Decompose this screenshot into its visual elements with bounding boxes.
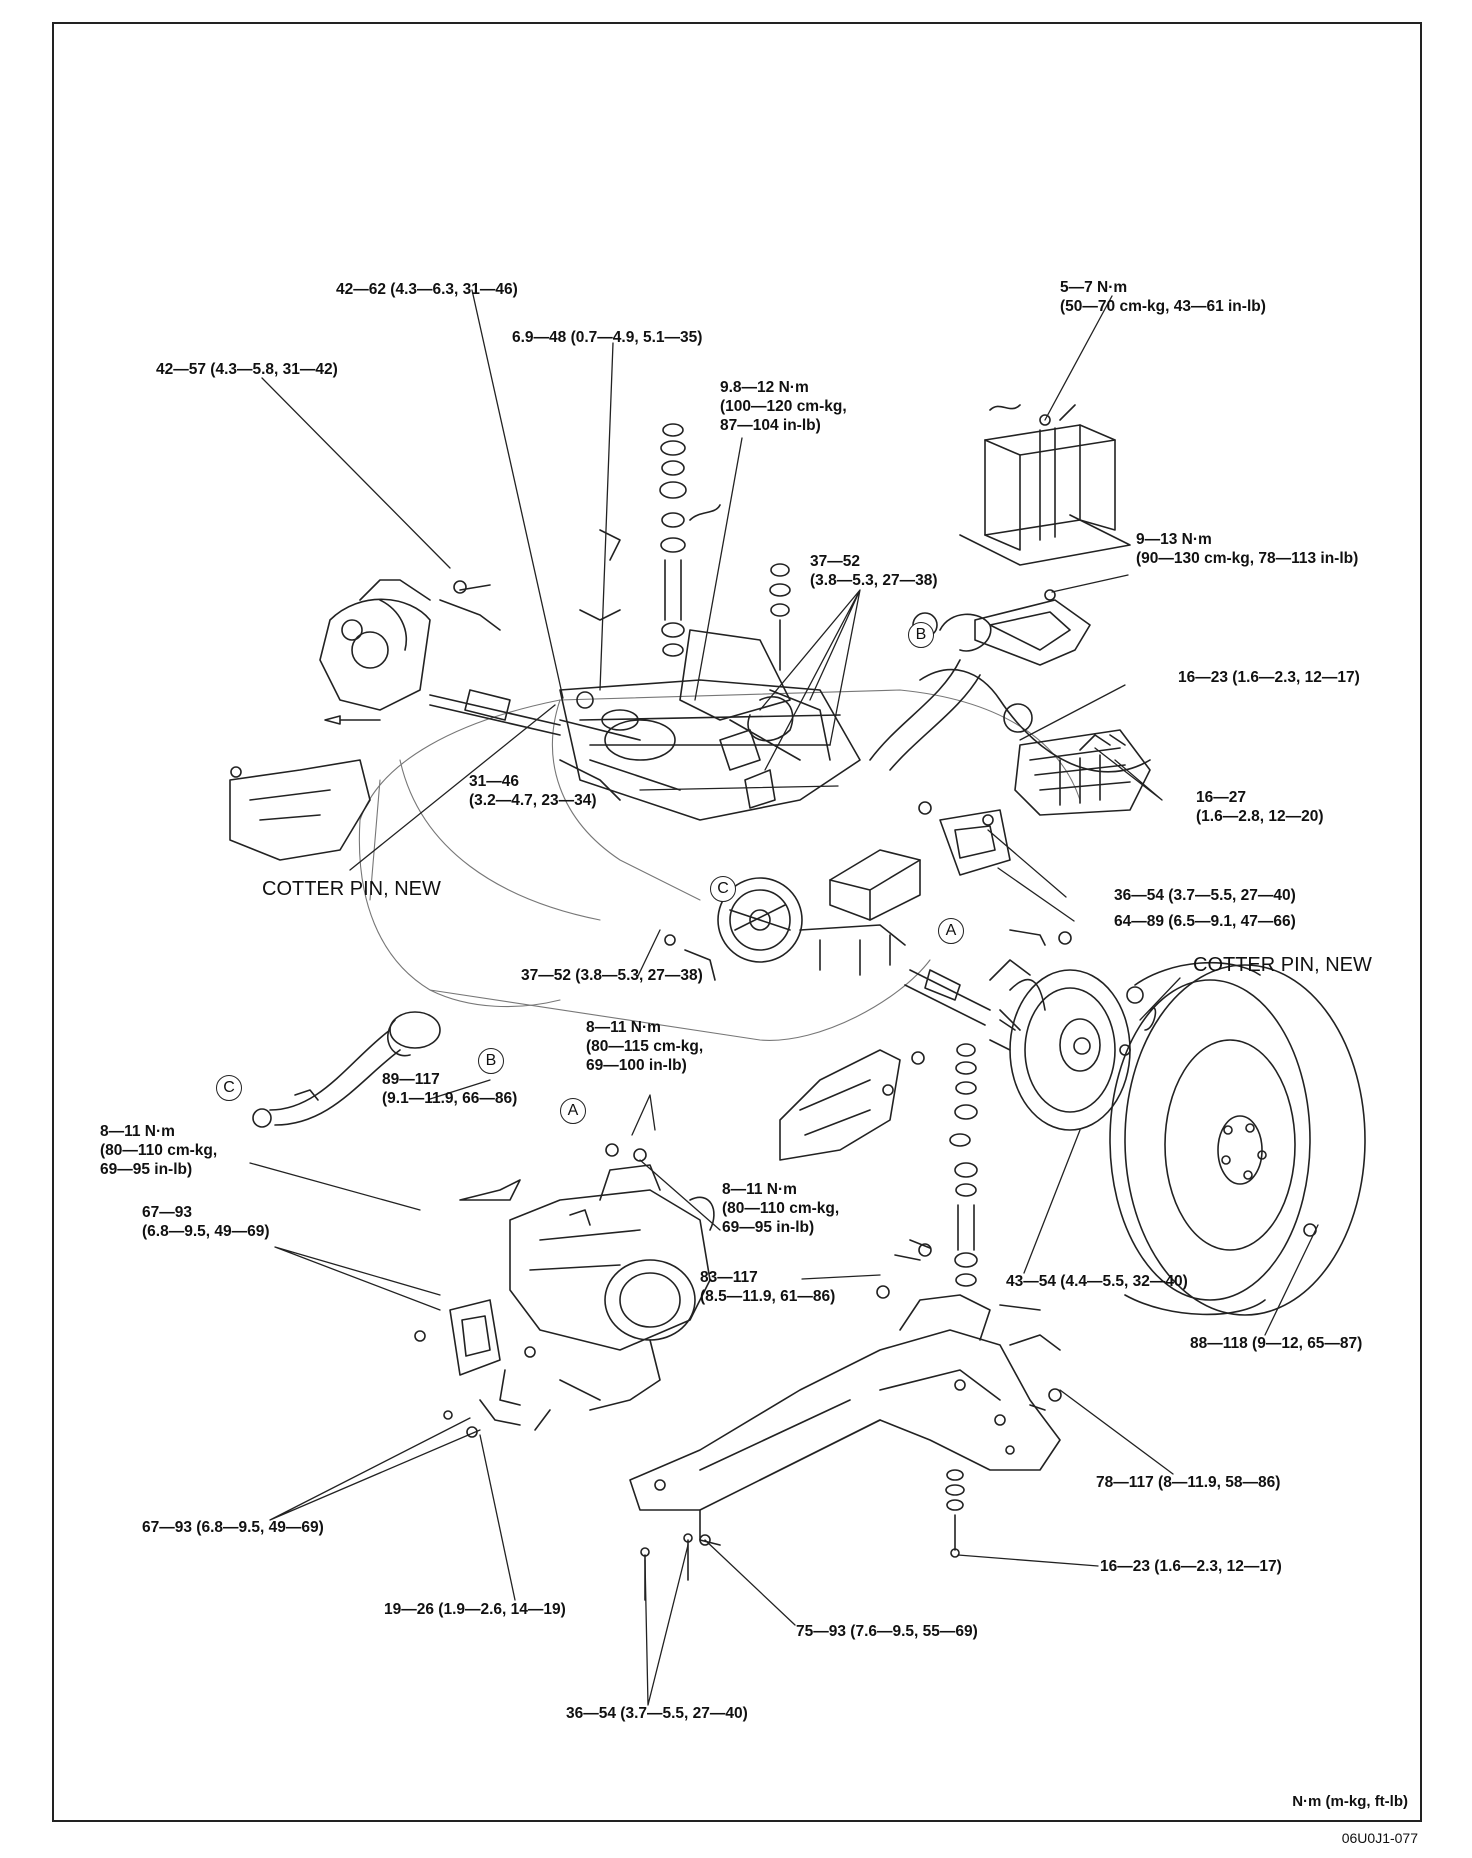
torque-label-28: 75—93 (7.6—9.5, 55—69) xyxy=(796,1623,978,1640)
units-legend: N·m (m-kg, ft-lb) xyxy=(1292,1793,1408,1810)
torque-label-05: 9.8—12 N·m (100—120 cm-kg, 87—104 in-lb) xyxy=(720,379,847,434)
battery-tray xyxy=(974,589,1091,666)
torque-label-01: 42—62 (4.3—6.3, 31—46) xyxy=(336,281,518,298)
engine-mount-upper xyxy=(918,801,1011,876)
left-splash-shield xyxy=(229,759,371,861)
torque-label-06: 9—13 N·m (90—130 cm-kg, 78—113 in-lb) xyxy=(1136,531,1359,567)
torque-label-14: 37—52 (3.8—5.3, 27—38) xyxy=(521,967,703,984)
left-steering-knuckle xyxy=(319,579,501,725)
torque-label-26: 16—23 (1.6—2.3, 12—17) xyxy=(1100,1558,1282,1575)
callout-b-upper: B xyxy=(908,622,934,648)
air-cleaner xyxy=(869,612,1151,816)
torque-label-18: 8—11 N·m (80—110 cm-kg, 69—95 in-lb) xyxy=(100,1123,218,1178)
right-splash-shield xyxy=(779,1049,925,1161)
figure-code: 06U0J1-077 xyxy=(1341,1830,1418,1846)
torque-label-19: 8—11 N·m (80—110 cm-kg, 69—95 in-lb) xyxy=(722,1181,840,1236)
crossmember xyxy=(629,1285,1062,1546)
cotter-pin-label-right: COTTER PIN, NEW xyxy=(1193,954,1372,976)
torque-label-13: 64—89 (6.5—9.1, 47—66) xyxy=(1114,913,1296,930)
torque-label-29: 36—54 (3.7—5.5, 27—40) xyxy=(566,1705,748,1722)
torque-label-20: 67—93 (6.8—9.5, 49—69) xyxy=(142,1204,270,1240)
torque-label-21: 83—117 (8.5—11.9, 61—86) xyxy=(700,1269,836,1305)
torque-label-03: 6.9—48 (0.7—4.9, 5.1—35) xyxy=(512,329,703,346)
torque-label-25: 67—93 (6.8—9.5, 49—69) xyxy=(142,1519,324,1536)
brackets-small xyxy=(559,529,932,1261)
torque-label-17: 89—117 (9.1—11.9, 66—86) xyxy=(382,1071,518,1107)
battery xyxy=(959,404,1131,566)
intake-duct xyxy=(252,1011,441,1128)
torque-label-24: 78—117 (8—11.9, 58—86) xyxy=(1096,1474,1281,1491)
leader-lines xyxy=(249,289,1319,1706)
front-hub-disc xyxy=(989,959,1157,1131)
engine-mount-lower xyxy=(414,1299,551,1438)
stud-stack-upper xyxy=(659,423,721,657)
torque-label-09: 16—27 (1.6—2.8, 12—20) xyxy=(1196,789,1324,825)
stud-stack-middle xyxy=(729,563,801,761)
cotter-pin-label-left: COTTER PIN, NEW xyxy=(262,878,441,900)
torque-label-04: 42—57 (4.3—5.8, 31—42) xyxy=(156,361,338,378)
engine-block xyxy=(559,629,861,821)
torque-label-27: 19—26 (1.9—2.6, 14—19) xyxy=(384,1601,566,1618)
torque-label-08: 16—23 (1.6—2.3, 12—17) xyxy=(1178,669,1360,686)
car-body-outline xyxy=(358,689,1081,1041)
callout-a-lower: A xyxy=(560,1098,586,1124)
right-drive-shaft xyxy=(904,929,1072,1031)
tire xyxy=(1109,961,1366,1316)
torque-label-10: 31—46 (3.2—4.7, 23—34) xyxy=(469,773,597,809)
callout-b-lower: B xyxy=(478,1048,504,1074)
callout-c-upper: C xyxy=(710,876,736,902)
torque-label-23: 88—118 (9—12, 65—87) xyxy=(1190,1335,1363,1352)
transaxle xyxy=(459,1143,715,1411)
clutch-cover xyxy=(717,877,803,963)
torque-label-07: 37—52 (3.8—5.3, 27—38) xyxy=(810,553,938,589)
torque-label-22: 43—54 (4.4—5.5, 32—40) xyxy=(1006,1273,1188,1290)
torque-label-12: 36—54 (3.7—5.5, 27—40) xyxy=(1114,887,1296,904)
control-unit-bracket xyxy=(799,849,921,976)
callout-c-lower: C xyxy=(216,1075,242,1101)
diagram-frame xyxy=(52,22,1422,1822)
torque-label-02: 5—7 N·m (50—70 cm-kg, 43—61 in-lb) xyxy=(1060,279,1266,315)
stud-stack-lower xyxy=(949,1043,978,1287)
left-drive-shaft xyxy=(429,689,681,791)
bottom-bolts xyxy=(640,1304,1041,1601)
torque-label-16: 8—11 N·m (80—115 cm-kg, 69—100 in-lb) xyxy=(586,1019,704,1074)
callout-a-upper: A xyxy=(938,918,964,944)
